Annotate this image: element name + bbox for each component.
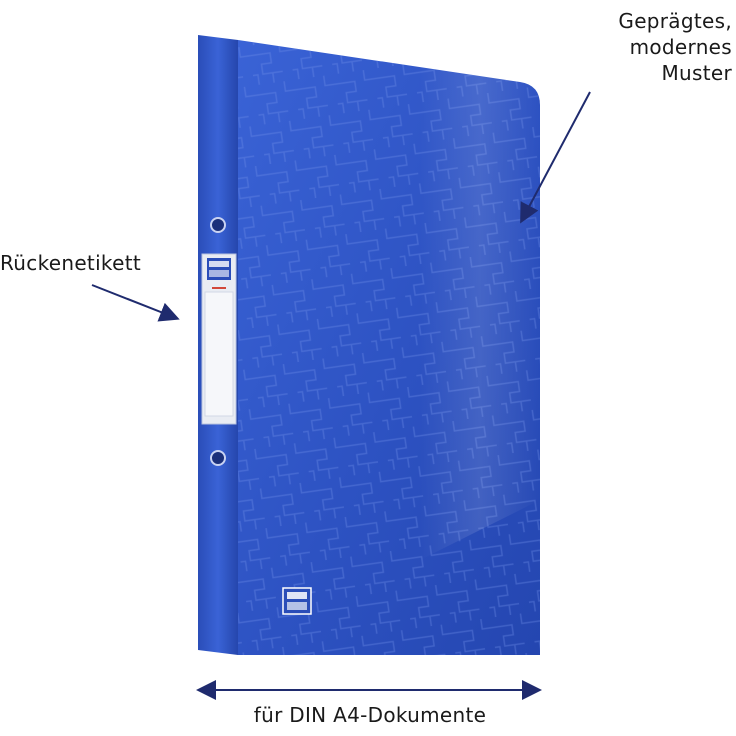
oxford-logo-icon: [282, 587, 312, 615]
pattern-arrow: [520, 91, 591, 224]
embossed-pattern-caption: Geprägtes, modernes Muster: [556, 8, 732, 86]
spine-label-pocket: [201, 253, 237, 425]
binder-front-cover: [238, 40, 540, 655]
spine-label-caption: Rückenetikett: [0, 251, 141, 275]
front-logo: [282, 587, 312, 615]
pattern-caption-line-3: Muster: [661, 61, 732, 85]
format-caption: für DIN A4-Dokumente: [253, 703, 487, 727]
pattern-caption-line-2: modernes: [629, 35, 732, 59]
spine-label-arrow: [91, 284, 180, 322]
ring-hole-bottom: [210, 450, 226, 466]
pattern-caption-line-1: Geprägtes,: [618, 9, 732, 33]
ring-hole-top: [210, 217, 226, 233]
